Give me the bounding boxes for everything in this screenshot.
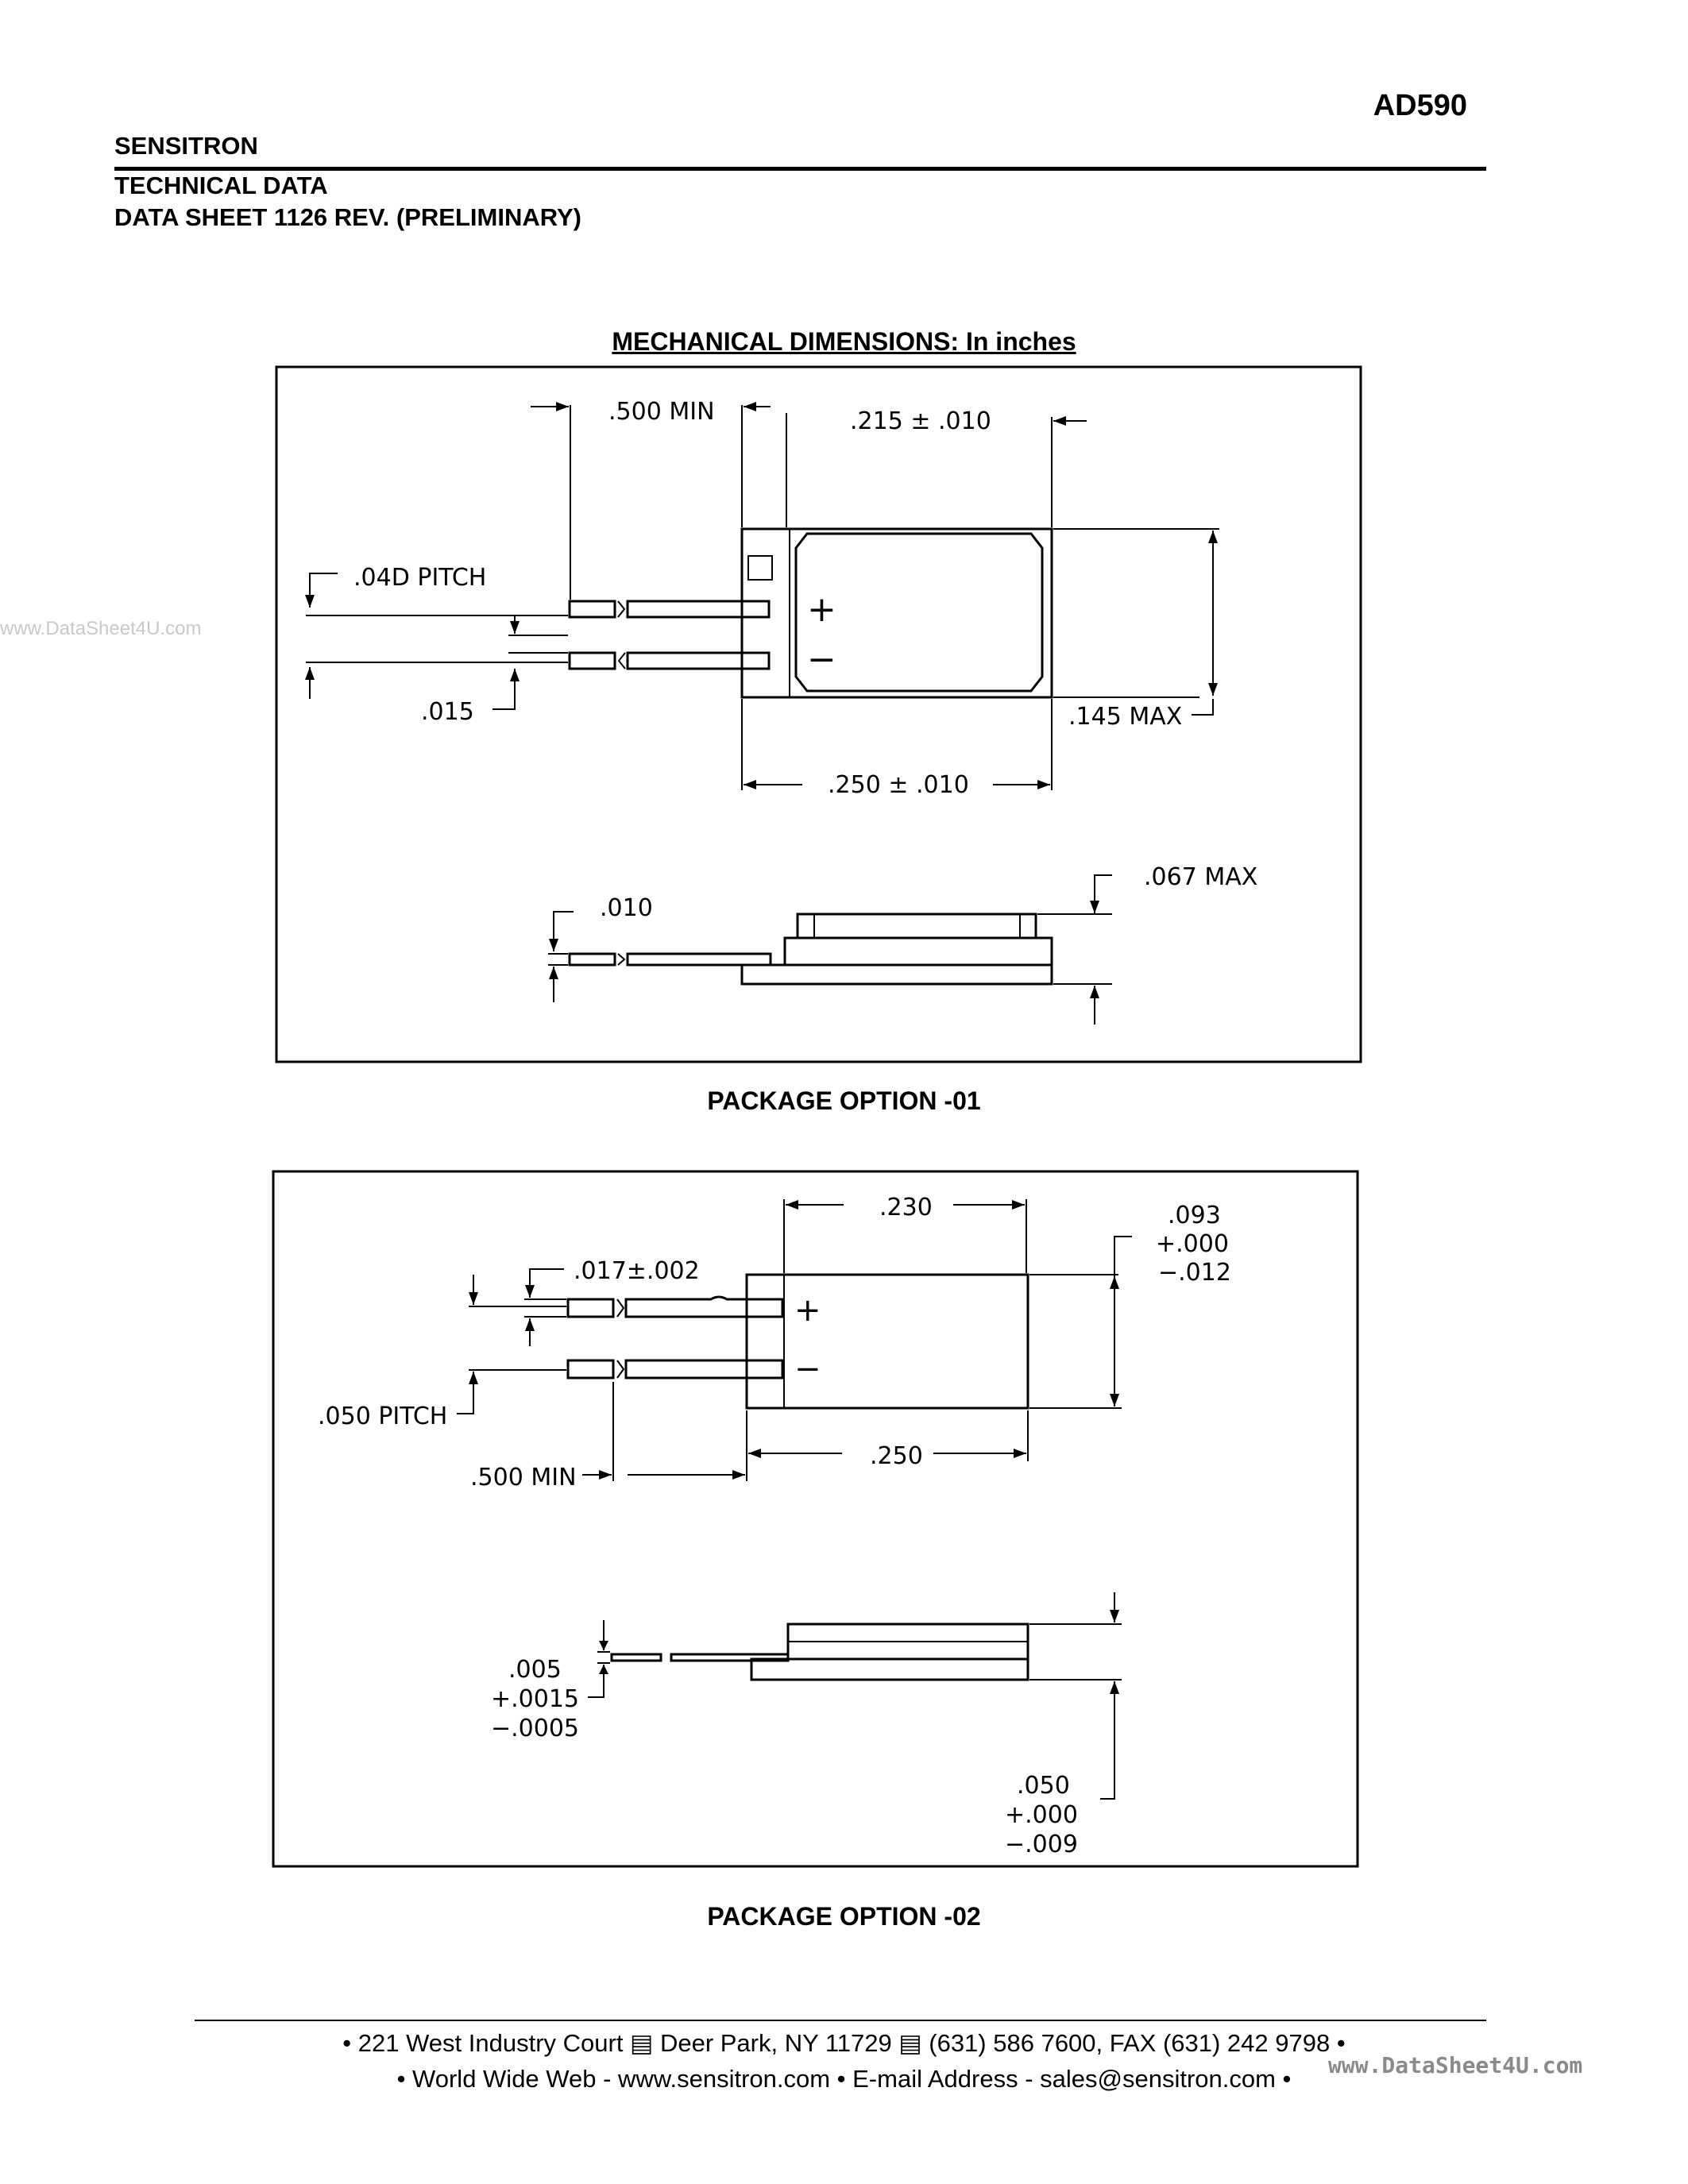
package-02-body xyxy=(745,1273,1029,1410)
footer-address: • 221 West Industry Court ▤ Deer Park, N… xyxy=(342,2029,1346,2057)
dim-01-thickness-max: .067 MAX xyxy=(1144,863,1257,891)
package-02-side-lead-a xyxy=(610,1653,662,1662)
dim-02-lead-min: .500 MIN xyxy=(470,1464,577,1491)
package-02-side-lead-b xyxy=(670,1653,790,1662)
package-02-neg-mark: − xyxy=(794,1351,821,1387)
dim-01-lead-width: .015 xyxy=(421,698,474,726)
package-01-neg-mark: − xyxy=(807,639,836,680)
dim-01-lead-min: .500 MIN xyxy=(608,398,715,426)
dim-01-body-width: .215 ± .010 xyxy=(850,407,991,435)
package-02-drawing: + − .230 .093 +.000 −.012 .017±.002 xyxy=(272,1170,1359,1868)
package-01-side-lead-a xyxy=(568,952,616,967)
footer-rule xyxy=(195,2020,1486,2021)
dim-02-body-length: .250 xyxy=(870,1442,923,1470)
watermark-left: www.DataSheet4U.com xyxy=(0,618,202,639)
package-01-side-body xyxy=(783,936,1053,967)
package-01-lead-1a xyxy=(568,600,616,619)
package-01-lead-2b xyxy=(626,651,771,670)
package-01-side-lead-b xyxy=(626,952,772,967)
dim-01-height-max: .145 MAX xyxy=(1068,703,1182,731)
dim-02-thk-minus: −.009 xyxy=(1005,1831,1078,1858)
dim-02-lead-thk: .005 xyxy=(508,1656,562,1684)
package-01-side-top xyxy=(796,913,1037,940)
package-01-lead-2a xyxy=(568,651,616,670)
package-01-pos-mark: + xyxy=(807,589,836,630)
footer-contact: • World Wide Web - www.sensitron.com • E… xyxy=(396,2065,1292,2093)
package-02-lead-1b xyxy=(624,1295,784,1318)
header-rule xyxy=(114,167,1486,171)
dim-02-pitch: .050 PITCH xyxy=(318,1403,447,1430)
dim-02-height-tol-minus: −.012 xyxy=(1158,1259,1231,1287)
package-01-caption: PACKAGE OPTION -01 xyxy=(707,1086,981,1115)
package-01-die-outline xyxy=(794,532,1044,693)
dim-02-body-top: .230 xyxy=(879,1194,933,1221)
package-02-lead-1a xyxy=(566,1298,615,1318)
package-01-lead-1b xyxy=(626,600,771,619)
section-title: MECHANICAL DIMENSIONS: In inches xyxy=(0,327,1688,357)
dim-02-thk: .050 xyxy=(1017,1772,1070,1800)
package-02-lead-2a xyxy=(566,1359,615,1379)
dim-01-lead-thickness: .010 xyxy=(600,894,653,922)
package-01-side-base xyxy=(740,963,1053,986)
package-01-body xyxy=(740,527,1053,699)
package-01-frame xyxy=(275,365,1362,1063)
section-title-text: MECHANICAL DIMENSIONS: In inches xyxy=(612,327,1076,356)
package-02-lead-2b xyxy=(624,1359,784,1379)
package-02-frame xyxy=(272,1170,1359,1868)
dim-02-thk-plus: +.000 xyxy=(1005,1801,1078,1829)
watermark-right: www.DataSheet4U.com xyxy=(1328,2052,1583,2078)
package-02-side-base xyxy=(750,1657,1029,1681)
dim-02-lead-thk-plus: +.0015 xyxy=(491,1685,579,1713)
package-01-drawing: + − .500 MIN .215 ± .010 .04D PITCH xyxy=(275,365,1362,1063)
dim-01-pitch: .04D PITCH xyxy=(353,564,486,592)
dim-02-height-tol-plus: +.000 xyxy=(1156,1230,1229,1258)
package-01-lead-frame xyxy=(741,528,790,698)
company-name: SENSITRON xyxy=(114,132,258,160)
dim-01-body-length: .250 ± .010 xyxy=(828,771,969,799)
package-02-caption: PACKAGE OPTION -02 xyxy=(707,1902,981,1931)
package-02-pos-mark: + xyxy=(794,1292,821,1329)
dim-02-lead-width: .017±.002 xyxy=(574,1257,700,1285)
data-sheet-rev: DATA SHEET 1126 REV. (PRELIMINARY) xyxy=(114,203,581,231)
dim-02-height: .093 xyxy=(1168,1202,1221,1229)
part-number: AD590 xyxy=(1373,89,1467,122)
doc-type: TECHNICAL DATA xyxy=(114,172,328,199)
dim-02-lead-thk-minus: −.0005 xyxy=(491,1715,579,1742)
package-01-tab xyxy=(747,555,773,581)
